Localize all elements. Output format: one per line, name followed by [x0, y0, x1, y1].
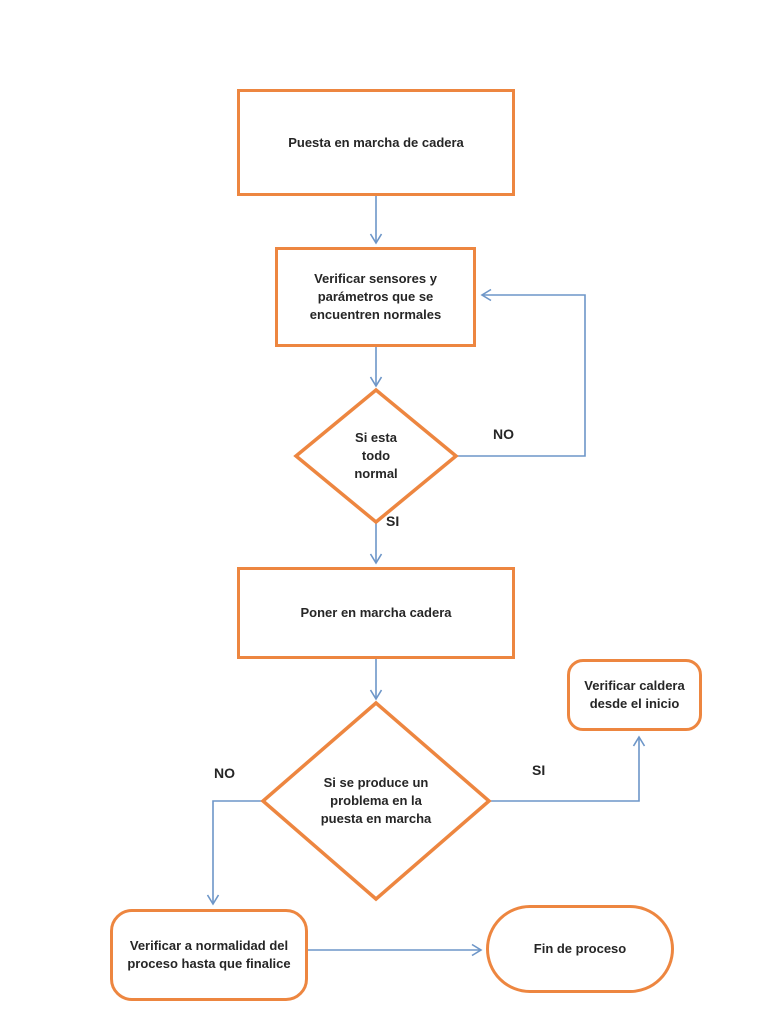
node-poner-en-marcha: Poner en marcha cadera	[237, 567, 515, 659]
node-verificar-caldera: Verificar caldera desde el inicio	[567, 659, 702, 731]
connector-decision2-no-to-normalidad	[206, 800, 263, 906]
node-puesta-en-marcha-label: Puesta en marcha de cadera	[288, 134, 464, 150]
node-puesta-en-marcha: Puesta en marcha de cadera	[237, 89, 515, 196]
edge-label-no-decision1: NO	[493, 426, 514, 442]
node-fin-de-proceso-label: Fin de proceso	[533, 941, 627, 956]
connector-decision2-si-to-caldera	[489, 735, 646, 802]
node-verificar-sensores: Verificar sensores y parámetros que se e…	[275, 247, 476, 347]
node-poner-en-marcha-label: Poner en marcha cadera	[300, 605, 452, 620]
edge-label-si-decision2: SI	[532, 762, 546, 778]
decision-problema: Si se produce un problema en la puesta e…	[263, 705, 489, 897]
decision-todo-normal: Si esta todo normal	[296, 392, 456, 520]
decision-todo-normal-label: Si esta todo normal	[354, 430, 398, 481]
node-verificar-sensores-label: Verificar sensores y parámetros que se e…	[309, 271, 442, 322]
edge-label-no-decision2: NO	[214, 765, 235, 781]
node-verificar-normalidad-label: Verificar a normalidad del proceso hasta…	[127, 938, 291, 971]
node-verificar-caldera-label: Verificar caldera desde el inicio	[584, 678, 685, 711]
edge-label-si-decision1: SI	[386, 513, 400, 529]
node-fin-de-proceso: Fin de proceso	[486, 905, 674, 993]
decision-problema-label: Si se produce un problema en la puesta e…	[320, 775, 432, 826]
node-verificar-normalidad: Verificar a normalidad del proceso hasta…	[110, 909, 308, 1001]
